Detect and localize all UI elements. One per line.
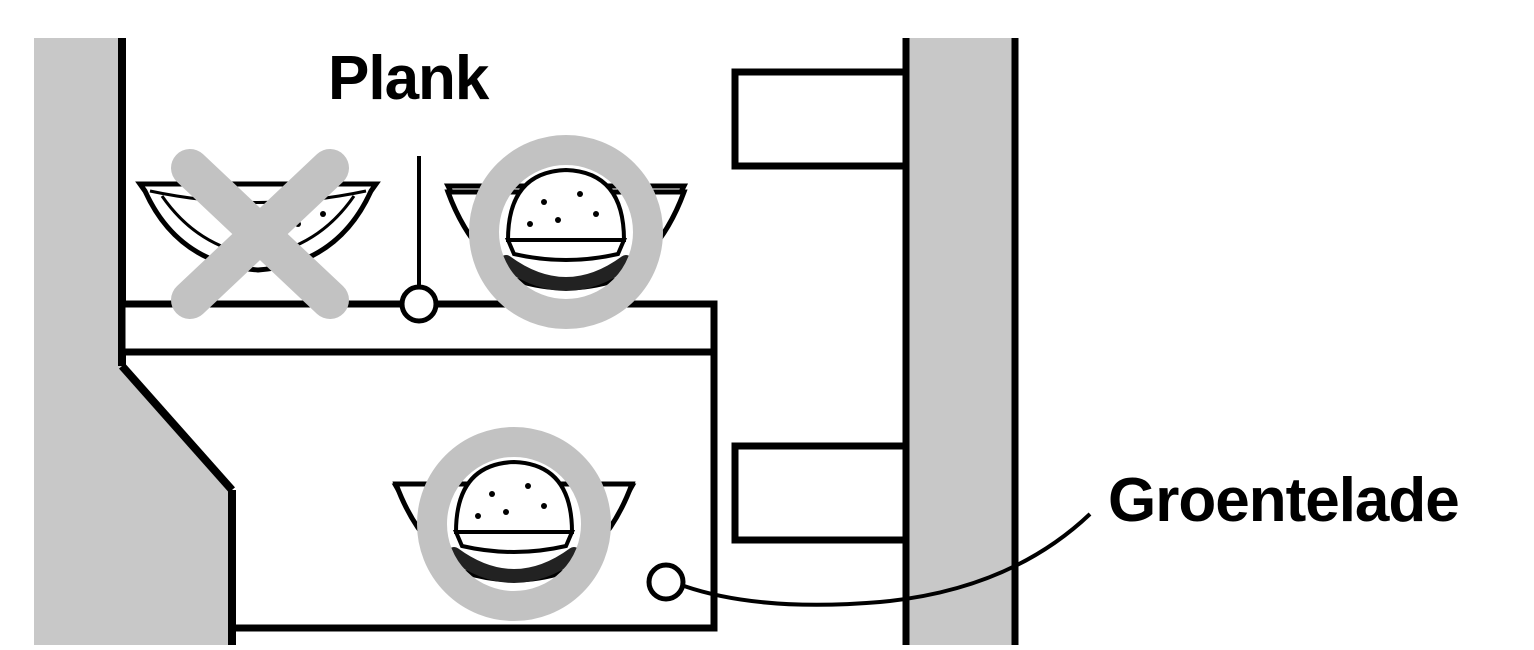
drawer-callout-line <box>683 512 1092 607</box>
door-bin-lower <box>731 442 910 544</box>
door-bin-upper <box>731 68 910 170</box>
vegetable-drawer <box>122 348 718 632</box>
circle-mark-icon <box>448 150 684 314</box>
left-wall-slant <box>119 363 235 493</box>
shelf-label: Plank <box>328 44 489 113</box>
drawer-callout-dot <box>646 562 686 602</box>
circle-mark-icon <box>396 442 632 606</box>
shelf-callout-dot <box>399 284 439 324</box>
x-mark-icon <box>171 149 349 319</box>
left-wall <box>34 38 232 645</box>
drawer-label: Groentelade <box>1108 466 1460 535</box>
door-panel <box>904 38 1016 645</box>
